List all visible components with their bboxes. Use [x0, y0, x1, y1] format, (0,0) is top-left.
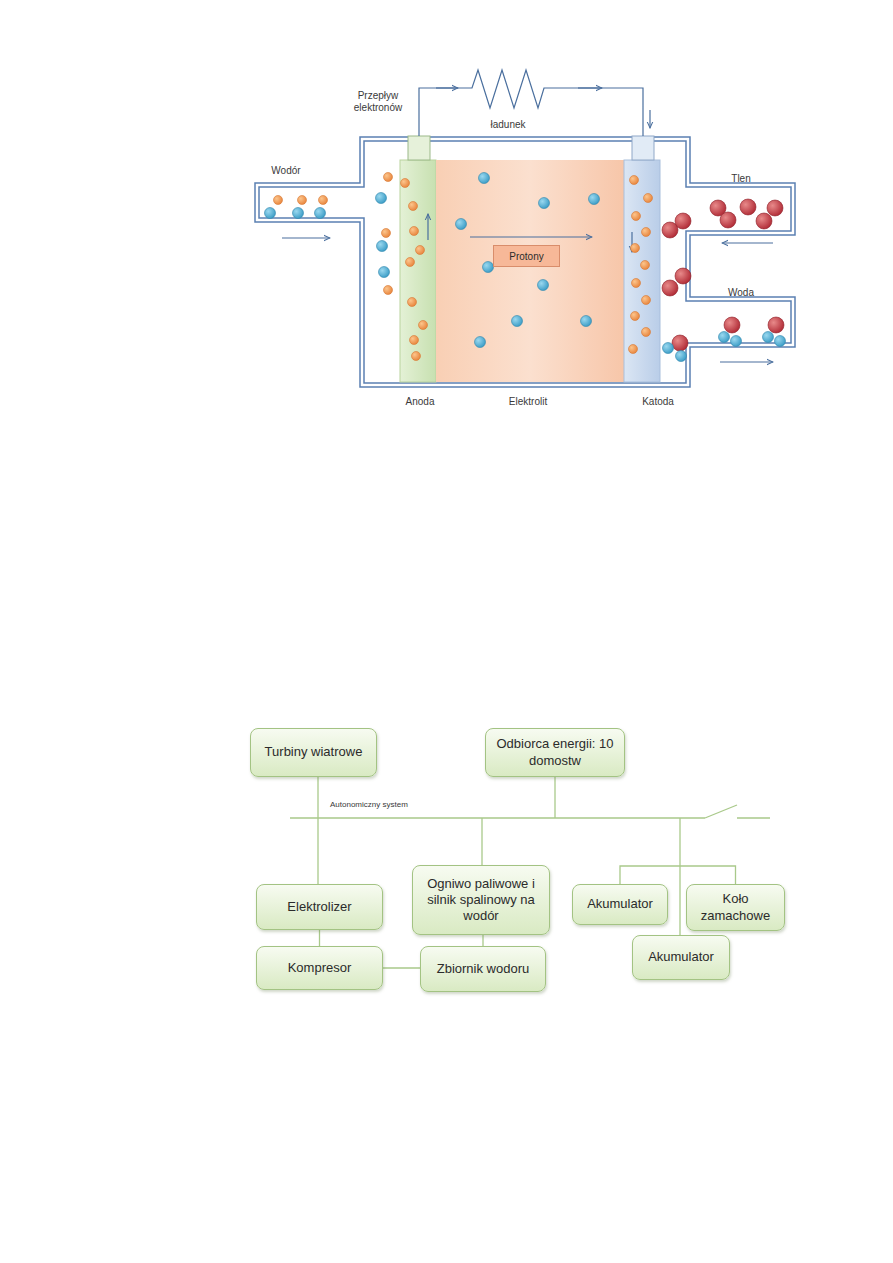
proton: [676, 351, 687, 362]
electron: [401, 179, 410, 188]
node-text: Akumulator: [648, 949, 714, 965]
proton: [379, 267, 390, 278]
electron: [274, 196, 283, 205]
proton: [663, 343, 674, 354]
electron: [408, 298, 417, 307]
connector-line: [482, 935, 483, 946]
electrolyte-label: Elektrolit: [509, 396, 547, 408]
bus-label: Autonomiczny system: [330, 800, 408, 810]
electron: [298, 196, 307, 205]
electron: [384, 173, 393, 182]
electron: [384, 286, 393, 295]
label-box: Protony: [493, 245, 560, 267]
proton: [775, 336, 786, 347]
oxygen-atom: [756, 213, 772, 229]
proton: [315, 208, 326, 219]
connector-line: [383, 967, 420, 968]
proton: [538, 280, 549, 291]
connector-line: [319, 930, 320, 946]
electron: [410, 336, 419, 345]
electron: [409, 202, 418, 211]
process-box: Odbiorca energii: 10 domostw: [485, 728, 625, 777]
oxygen-atom: [675, 268, 691, 284]
electron: [630, 176, 639, 185]
process-box: Akumulator: [632, 935, 730, 980]
proton: [719, 332, 730, 343]
node-text: Kompresor: [288, 960, 352, 976]
node-text: Odbiorca energii: 10 domostw: [494, 736, 616, 769]
proton: [763, 332, 774, 343]
oxygen-atom: [720, 212, 736, 228]
proton: [377, 241, 388, 252]
connector-line: [620, 866, 736, 884]
oxygen-atom: [675, 213, 691, 229]
oxygen-atom: [767, 200, 783, 216]
process-box: Elektrolizer: [256, 884, 383, 930]
process-box: Kompresor: [256, 946, 383, 990]
electron: [406, 258, 415, 267]
proton: [512, 316, 523, 327]
electron: [416, 246, 425, 255]
electron: [644, 194, 653, 203]
process-box: Akumulator: [572, 884, 668, 925]
node-text: Turbiny wiatrowe: [265, 744, 363, 760]
electron: [410, 227, 419, 236]
electron: [631, 312, 640, 321]
wire-label: Przepływ elektronów: [343, 90, 413, 114]
electron: [419, 321, 428, 330]
electrode-label: Katoda: [642, 396, 674, 408]
process-box: Ogniwo paliwowe i silnik spalinowy na wo…: [412, 865, 550, 935]
node-text: Zbiornik wodoru: [437, 961, 530, 977]
gas-label: Tlen: [731, 173, 750, 185]
oxygen-atom: [662, 280, 678, 296]
electrode-label: Anoda: [406, 396, 435, 408]
oxygen-atom: [740, 199, 756, 215]
electron: [642, 228, 651, 237]
resistor-symbol: [419, 70, 643, 136]
electron: [642, 328, 651, 337]
proton: [581, 316, 592, 327]
electron: [631, 244, 640, 253]
oxygen-atom: [724, 317, 740, 333]
node-text: Koło zamachowe: [695, 891, 776, 924]
proton: [539, 198, 550, 209]
process-box: Zbiornik wodoru: [420, 946, 546, 992]
node-text: Akumulator: [587, 896, 653, 912]
electron: [632, 279, 641, 288]
proton: [376, 193, 387, 204]
proton: [731, 336, 742, 347]
housing: [255, 137, 795, 387]
proton: [265, 208, 276, 219]
node-text: Protony: [509, 251, 543, 262]
process-box: Turbiny wiatrowe: [250, 728, 377, 777]
oxygen-atom: [768, 317, 784, 333]
proton: [479, 173, 490, 184]
proton: [483, 262, 494, 273]
electron: [642, 296, 651, 305]
electron: [412, 352, 421, 361]
proton: [589, 194, 600, 205]
product-label: Woda: [728, 287, 754, 299]
load-label: ładunek: [490, 119, 525, 131]
gas-label: Wodór: [271, 165, 300, 177]
node-text: Ogniwo paliwowe i silnik spalinowy na wo…: [421, 876, 541, 925]
oxygen-atom: [672, 335, 688, 351]
process-box: Koło zamachowe: [686, 884, 785, 931]
proton: [475, 337, 486, 348]
electron: [632, 212, 641, 221]
electron: [382, 229, 391, 238]
electron: [641, 261, 650, 270]
electron: [629, 345, 638, 354]
proton: [293, 208, 304, 219]
electron: [319, 196, 328, 205]
proton: [456, 219, 467, 230]
node-text: Elektrolizer: [287, 899, 351, 915]
